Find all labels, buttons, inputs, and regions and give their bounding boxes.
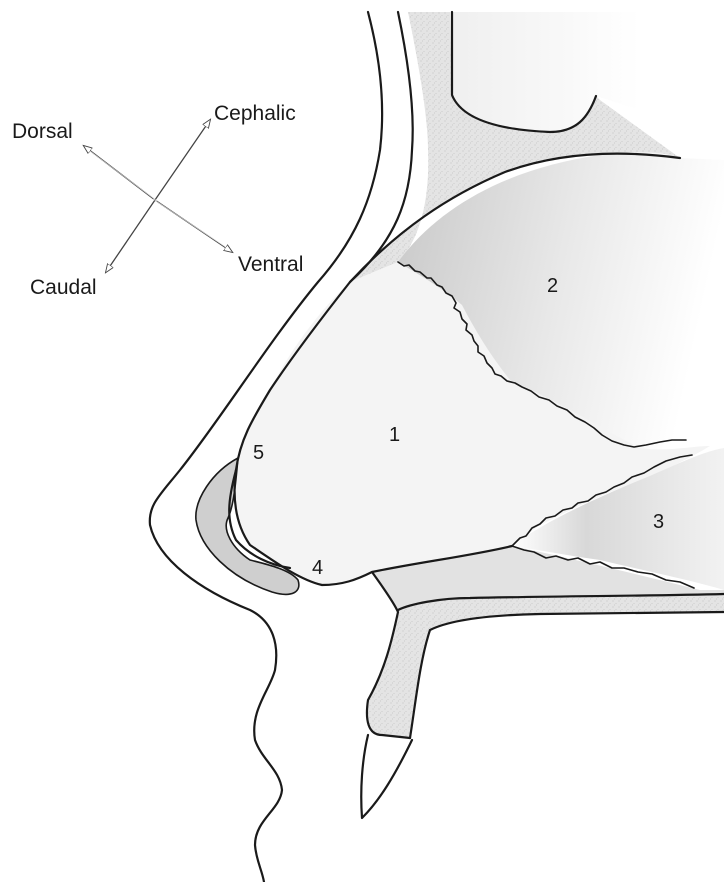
palate-lower-line bbox=[410, 612, 724, 738]
ventral-label: Ventral bbox=[238, 253, 303, 276]
orientation-compass: Dorsal Cephalic Caudal Ventral bbox=[12, 102, 303, 299]
incisor-tooth bbox=[361, 735, 412, 818]
cephalic-axis bbox=[155, 120, 210, 200]
region-1-label: 1 bbox=[389, 424, 400, 446]
caudal-label: Caudal bbox=[30, 276, 97, 299]
dorsal-label: Dorsal bbox=[12, 120, 73, 143]
caudal-axis bbox=[106, 200, 155, 272]
region-3-label: 3 bbox=[653, 511, 664, 533]
region-5-label: 5 bbox=[253, 442, 264, 464]
region-4-label: 4 bbox=[312, 557, 323, 579]
cephalic-label: Cephalic bbox=[214, 102, 296, 125]
region-2-label: 2 bbox=[547, 275, 558, 297]
